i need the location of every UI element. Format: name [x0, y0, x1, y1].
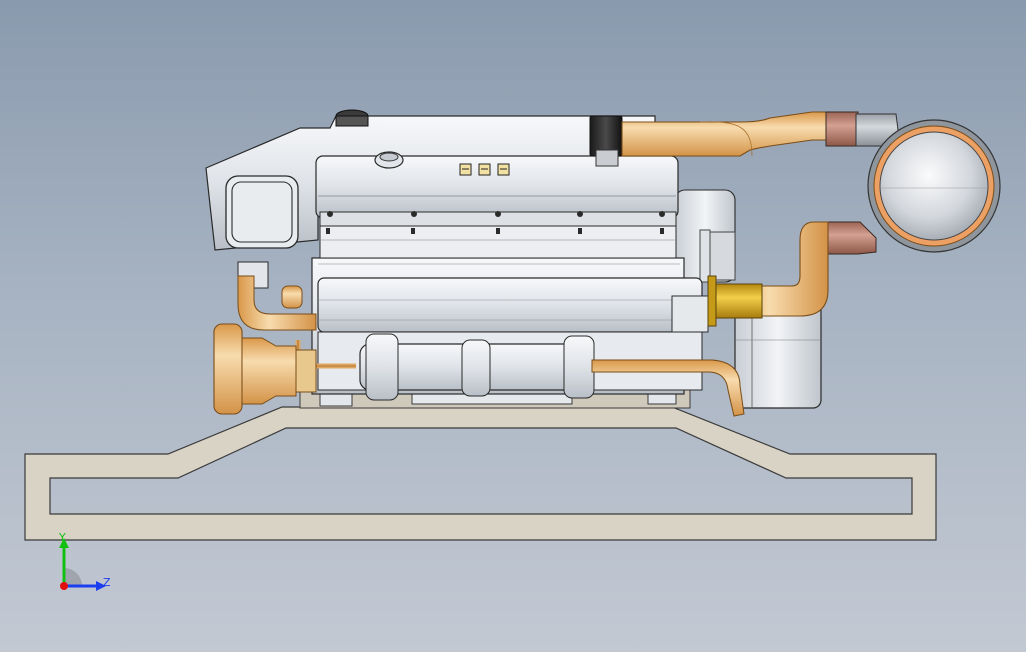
coolant-pipe-left[interactable]	[237, 275, 317, 331]
oil-return-pipe	[591, 359, 745, 417]
brass-flange	[711, 283, 763, 319]
triad-arc	[64, 568, 82, 586]
z-axis-label: Z	[103, 576, 111, 589]
triad-origin	[60, 582, 68, 590]
exhaust-hose	[825, 111, 859, 147]
cover-bolts	[326, 211, 665, 234]
air-inlet-box[interactable]	[225, 175, 299, 249]
injector-markers	[459, 163, 510, 176]
valve-cover[interactable]	[315, 155, 679, 219]
base-frame[interactable]	[24, 406, 937, 541]
front-pulley[interactable]	[213, 323, 243, 415]
charge-air-hose	[825, 221, 877, 255]
exhaust-pipe[interactable]	[621, 111, 831, 157]
y-axis-label: Y	[59, 531, 66, 544]
intake-manifold	[317, 277, 703, 333]
orientation-triad[interactable]	[48, 534, 128, 604]
